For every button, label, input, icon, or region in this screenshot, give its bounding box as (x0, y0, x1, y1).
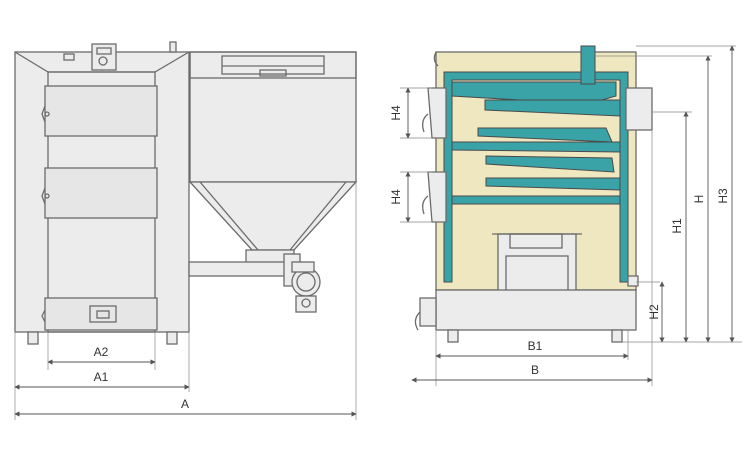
side-upper-door (422, 87, 447, 139)
dim-a1-label: A1 (94, 370, 109, 384)
side-dimensions: H4 H4 B1 B H2 H1 H (389, 45, 742, 386)
flue-pipe (625, 87, 653, 131)
leg (611, 329, 623, 343)
dim-h3-label: H3 (716, 188, 730, 204)
fuel-hopper (188, 51, 358, 265)
leg (166, 331, 178, 345)
dim-h1-label: H1 (670, 218, 684, 234)
water-jacket (443, 71, 629, 283)
dim-b1-label: B1 (528, 339, 543, 353)
front-dimensions: A2 A1 A (14, 182, 357, 420)
leg (27, 331, 39, 345)
ash-door (41, 297, 158, 331)
dim-h2-label: H2 (647, 304, 661, 320)
side-section-view: H4 H4 B1 B H2 H1 H (389, 45, 742, 386)
leg (447, 329, 459, 343)
dim-h-label: H (692, 195, 706, 204)
dim-b-label: B (531, 363, 539, 377)
dim-a2-label: A2 (94, 345, 109, 359)
upper-door (41, 85, 158, 137)
side-middle-door (422, 171, 447, 223)
front-view: A2 A1 A (14, 41, 358, 420)
ash-section (414, 275, 639, 331)
middle-door (41, 167, 158, 219)
dim-a-label: A (181, 397, 189, 411)
flue-outlet (580, 45, 596, 85)
dim-h4-top-label: H4 (389, 105, 403, 121)
screw-feeder (188, 253, 321, 313)
dim-h4-bottom-label: H4 (389, 189, 403, 205)
